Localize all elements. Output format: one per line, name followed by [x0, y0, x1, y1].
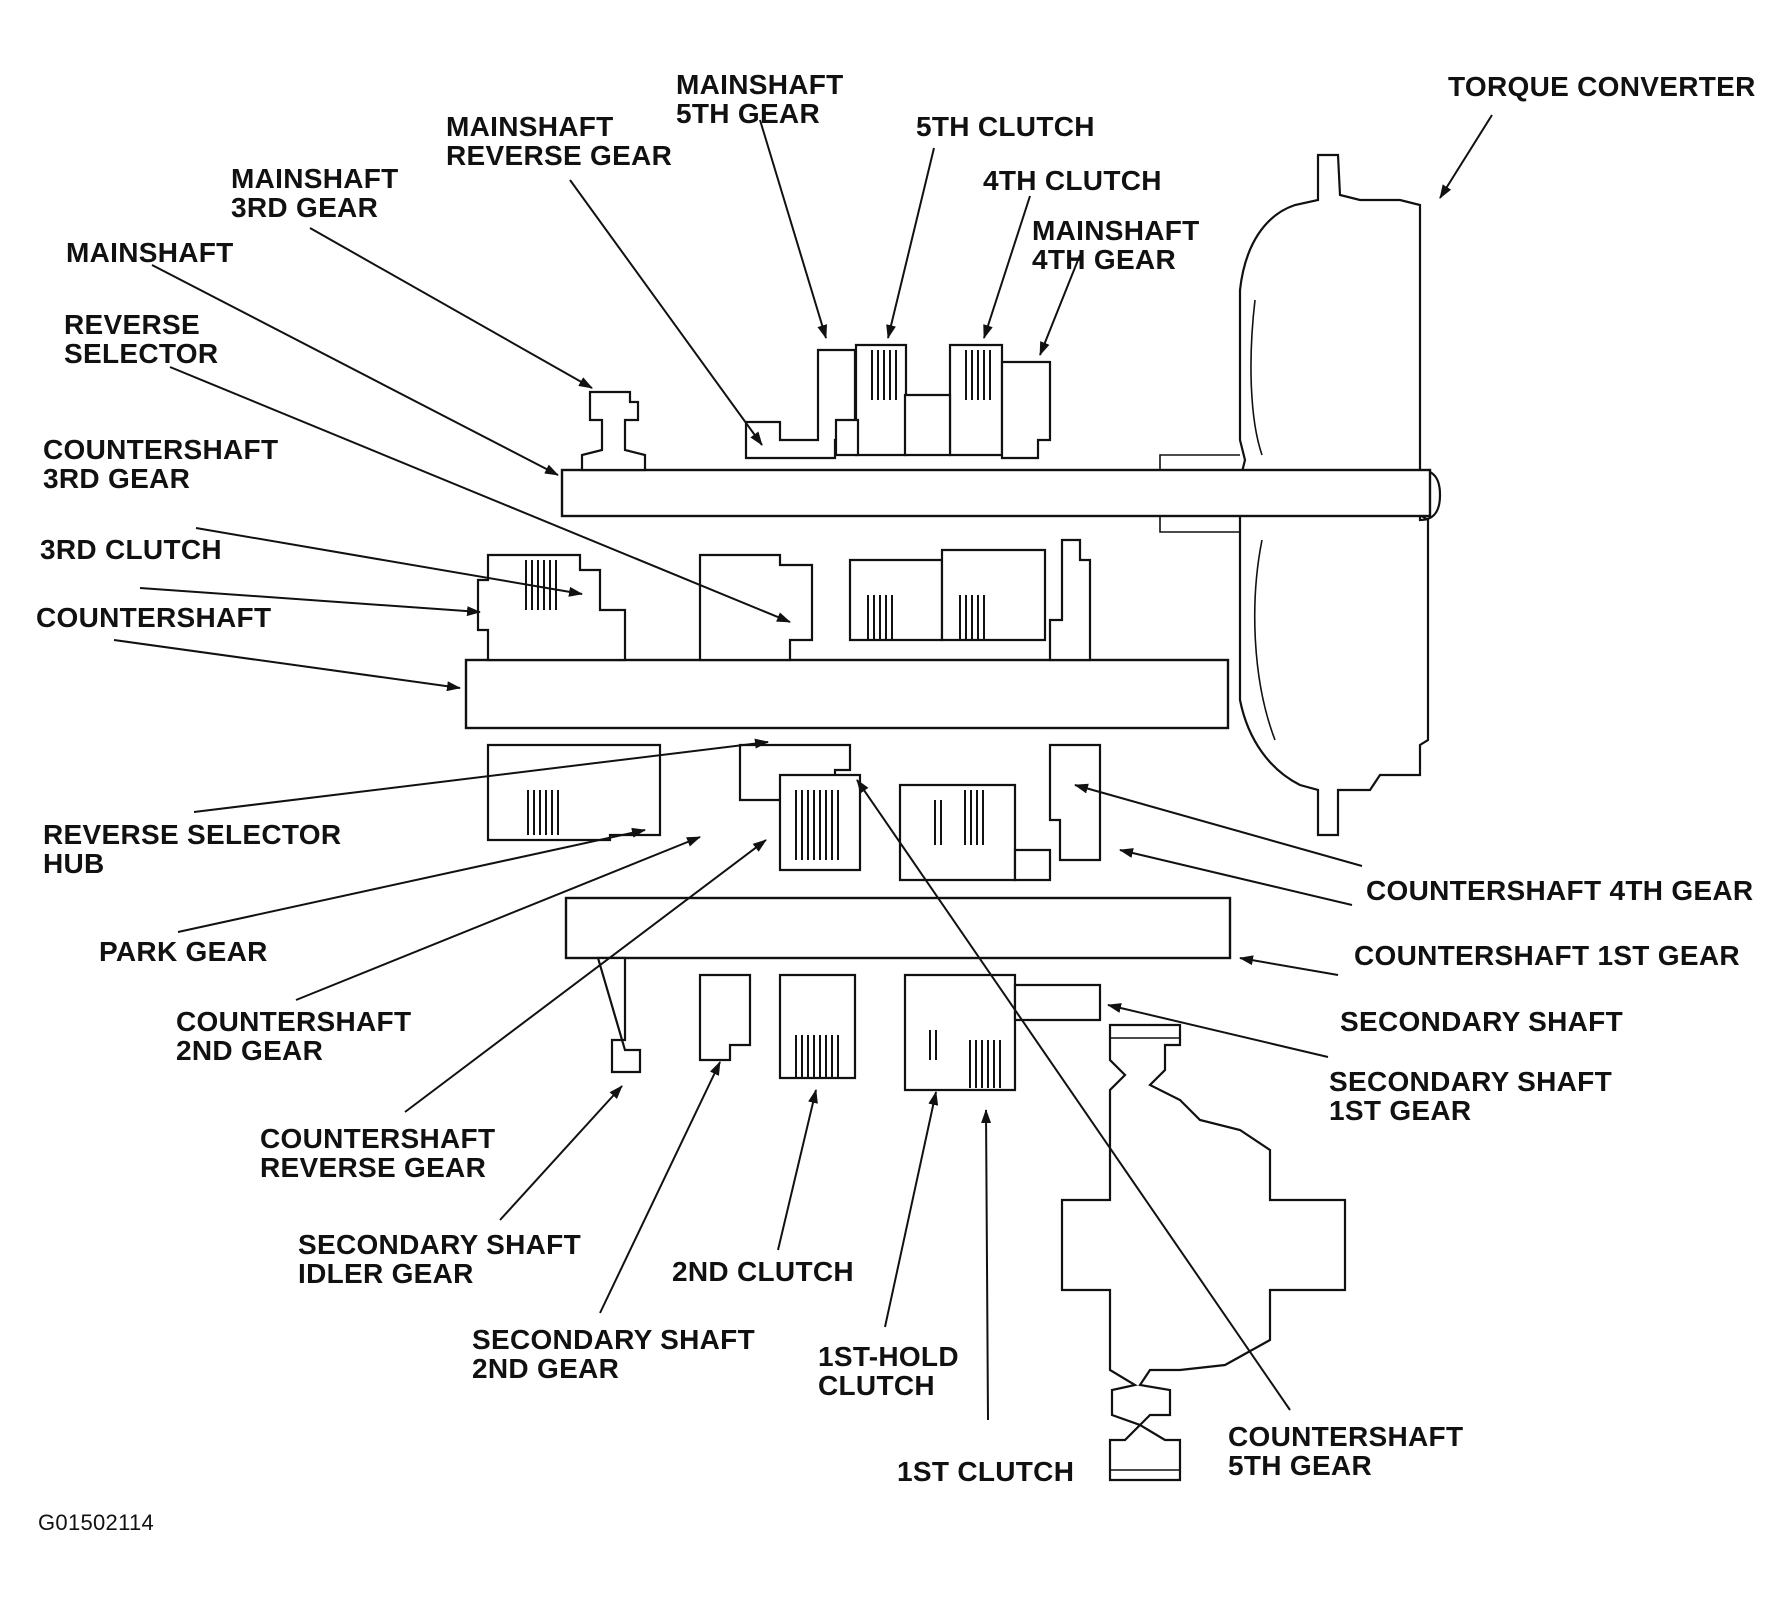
leader-lines — [113, 114, 1493, 1421]
label-2nd-clutch: 2ND CLUTCH — [672, 1256, 854, 1287]
leader-countershaft-3rd-gear — [195, 527, 583, 597]
label-countershaft-reverse-gear: COUNTERSHAFT REVERSE GEAR — [260, 1123, 496, 1183]
secondary-upper-plates-c — [934, 790, 984, 845]
leader-countershaft-2nd-gear — [295, 836, 701, 1001]
leader-countershaft-1st-gear — [1119, 848, 1353, 906]
mainshaft-gear-assembly — [580, 343, 1052, 472]
label-reverse-selector-hub: REVERSE SELECTOR HUB — [43, 819, 342, 879]
label-3rd-clutch: 3RD CLUTCH — [40, 534, 222, 565]
leader-5th-clutch — [886, 147, 935, 339]
leader-countershaft-reverse-gear — [404, 839, 767, 1113]
fifth-clutch-plates — [871, 350, 897, 400]
label-countershaft-1st-gear: COUNTERSHAFT 1ST GEAR — [1354, 940, 1740, 971]
label-mainshaft-4th-gear: MAINSHAFT 4TH GEAR — [1032, 215, 1200, 275]
label-secondary-shaft-2nd-gear: SECONDARY SHAFT 2ND GEAR — [472, 1324, 755, 1384]
secondary-upper-plates-a — [527, 790, 559, 835]
fourth-clutch-plates — [965, 350, 991, 400]
secondary-shaft-lower-assembly — [596, 956, 1102, 1092]
leader-secondary-shaft-idler-gear — [499, 1085, 623, 1221]
leader-mainshaft-4th-gear — [1039, 254, 1081, 356]
mainshaft-shape — [560, 454, 1432, 533]
label-secondary-shaft-1st-gear: SECONDARY SHAFT 1ST GEAR — [1329, 1066, 1612, 1126]
label-secondary-shaft-idler-gear: SECONDARY SHAFT IDLER GEAR — [298, 1229, 581, 1289]
label-secondary-shaft: SECONDARY SHAFT — [1340, 1006, 1623, 1037]
leader-mainshaft-3rd-gear — [309, 227, 593, 389]
second-clutch-plates — [795, 1035, 839, 1078]
secondary-upper-plates-b — [795, 790, 839, 860]
leader-countershaft-4th-gear — [1074, 783, 1363, 867]
label-countershaft-3rd-gear: COUNTERSHAFT 3RD GEAR — [43, 434, 279, 494]
leader-secondary-shaft — [1239, 955, 1339, 976]
countershaft-upper-assembly — [476, 538, 1092, 662]
leader-secondary-shaft-2nd-gear — [599, 1061, 721, 1314]
leader-countershaft — [113, 639, 461, 692]
label-countershaft: COUNTERSHAFT — [36, 602, 272, 633]
label-mainshaft-reverse-gear: MAINSHAFT REVERSE GEAR — [446, 111, 673, 171]
label-5th-clutch: 5TH CLUTCH — [916, 111, 1095, 142]
leader-reverse-selector-hub — [193, 738, 769, 813]
leader-4th-clutch — [983, 195, 1031, 339]
label-1st-hold-clutch: 1ST-HOLD CLUTCH — [818, 1341, 959, 1401]
secondary-shaft-shape — [564, 896, 1232, 960]
label-countershaft-2nd-gear: COUNTERSHAFT 2ND GEAR — [176, 1006, 412, 1066]
figure-id: G01502114 — [38, 1510, 155, 1535]
leader-mainshaft-reverse-gear — [569, 179, 763, 446]
label-1st-clutch: 1ST CLUTCH — [897, 1456, 1075, 1487]
first-clutch-plates — [929, 1030, 1001, 1088]
label-park-gear: PARK GEAR — [99, 936, 268, 967]
leader-secondary-shaft-1st-gear — [1107, 1003, 1329, 1058]
label-reverse-selector: REVERSE SELECTOR — [64, 309, 219, 369]
leader-countershaft-5th-gear — [856, 779, 1291, 1411]
differential-housing-shape — [1060, 1023, 1347, 1482]
leader-torque-converter — [1439, 114, 1493, 199]
label-mainshaft-3rd-gear: MAINSHAFT 3RD GEAR — [231, 163, 399, 223]
leader-2nd-clutch — [777, 1089, 818, 1251]
label-countershaft-4th-gear: COUNTERSHAFT 4TH GEAR — [1366, 875, 1754, 906]
countershaft-upper-plates-a — [867, 595, 893, 640]
label-torque-converter: TORQUE CONVERTER — [1448, 71, 1756, 102]
leader-reverse-selector — [169, 366, 791, 623]
leader-1st-hold-clutch — [884, 1091, 939, 1328]
leader-1st-clutch — [981, 1109, 992, 1421]
label-mainshaft: MAINSHAFT — [66, 237, 234, 268]
countershaft-upper-plates-b — [959, 595, 985, 640]
label-mainshaft-5th-gear: MAINSHAFT 5TH GEAR — [676, 69, 844, 129]
label-countershaft-5th-gear: COUNTERSHAFT 5TH GEAR — [1228, 1421, 1464, 1481]
leader-mainshaft — [151, 264, 559, 476]
leader-mainshaft-5th-gear — [759, 119, 828, 339]
label-4th-clutch: 4TH CLUTCH — [983, 165, 1162, 196]
leader-park-gear — [177, 827, 646, 933]
leader-3rd-clutch — [139, 587, 481, 617]
countershaft-shape — [464, 658, 1230, 730]
